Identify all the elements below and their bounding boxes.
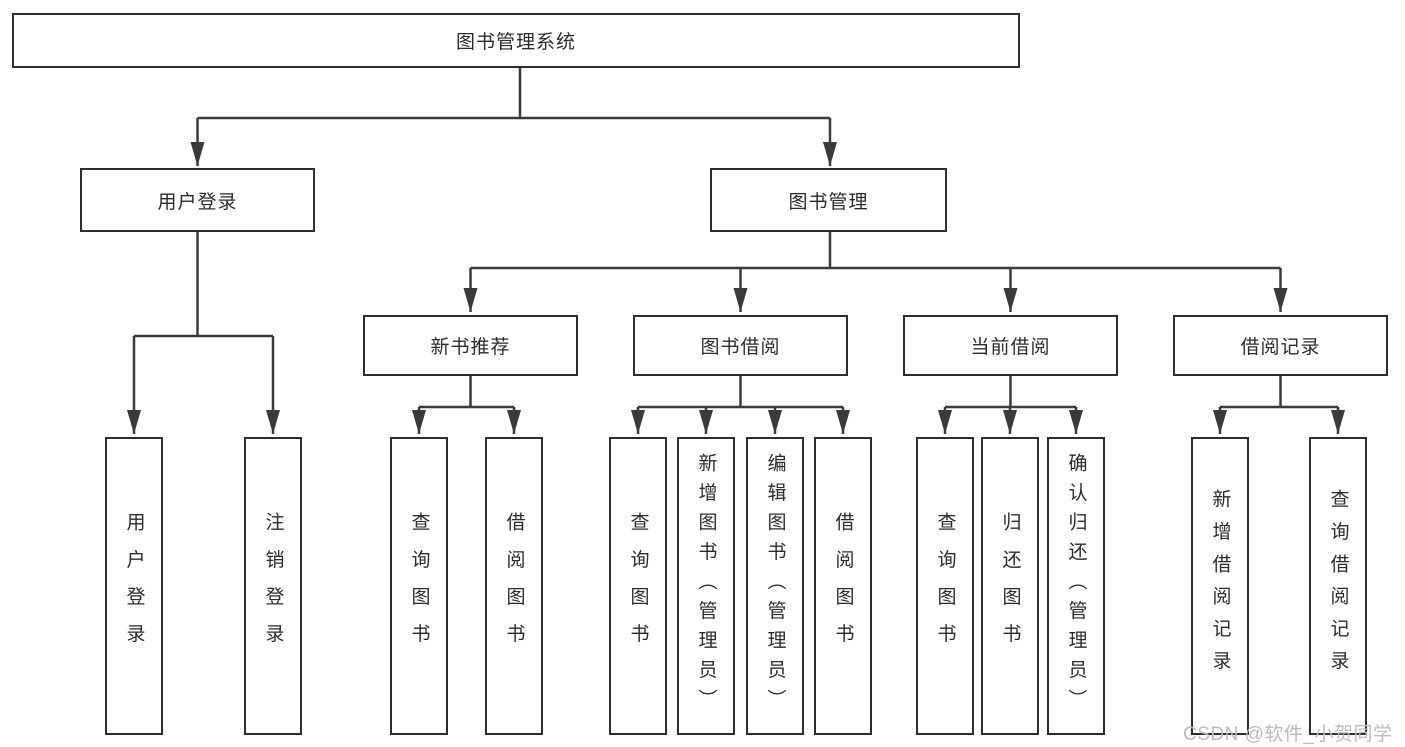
node-label: 借阅图书 bbox=[832, 511, 854, 661]
node-library-management-system: 图书管理系统 bbox=[12, 13, 1020, 68]
leaf-edit-books-admin: 编辑图书（管理员） bbox=[746, 437, 804, 735]
node-label: 查询借阅记录 bbox=[1327, 489, 1349, 683]
node-label: 查询图书 bbox=[627, 511, 649, 661]
node-label: 查询图书 bbox=[934, 511, 956, 661]
leaf-query-books-borrow: 查询图书 bbox=[609, 437, 667, 735]
leaf-return-books: 归还图书 bbox=[981, 437, 1039, 735]
node-new-book-recommend: 新书推荐 bbox=[363, 315, 578, 376]
node-label: 借阅图书 bbox=[503, 511, 525, 661]
connector-current-borrow-children bbox=[938, 376, 1083, 434]
node-label: 用户登录 bbox=[157, 191, 238, 213]
node-label: 新书推荐 bbox=[430, 337, 511, 358]
leaf-borrow-books: 借阅图书 bbox=[814, 437, 872, 735]
leaf-query-books-recommend: 查询图书 bbox=[390, 437, 448, 735]
connector-root-to-level2 bbox=[190, 67, 837, 166]
leaf-add-books-admin: 新增图书（管理员） bbox=[677, 437, 735, 735]
leaf-query-books-current: 查询图书 bbox=[916, 437, 974, 735]
node-label: 图书借阅 bbox=[700, 337, 781, 358]
leaf-user-login: 用户登录 bbox=[105, 437, 163, 735]
connector-new-book-children bbox=[412, 376, 521, 434]
connector-user-login-children bbox=[127, 232, 280, 434]
node-label: 借阅记录 bbox=[1240, 337, 1321, 358]
leaf-add-borrow-record: 新增借阅记录 bbox=[1191, 437, 1249, 735]
connector-borrow-records-children bbox=[1213, 376, 1345, 434]
connector-book-management-children bbox=[463, 232, 1288, 312]
connector-book-borrow-children bbox=[631, 376, 850, 434]
node-label: 归还图书 bbox=[999, 511, 1021, 661]
node-label: 图书管理系统 bbox=[455, 32, 576, 53]
leaf-logout: 注销登录 bbox=[244, 437, 302, 735]
node-borrow-records: 借阅记录 bbox=[1173, 315, 1388, 376]
node-label: 用户登录 bbox=[123, 511, 145, 661]
node-book-borrow: 图书借阅 bbox=[633, 315, 848, 376]
node-label: 新增借阅记录 bbox=[1209, 489, 1231, 683]
node-label: 注销登录 bbox=[262, 511, 284, 661]
node-user-login: 用户登录 bbox=[80, 168, 315, 232]
node-label: 编辑图书（管理员） bbox=[764, 453, 786, 719]
leaf-query-borrow-record: 查询借阅记录 bbox=[1309, 437, 1367, 735]
leaf-borrow-books-recommend: 借阅图书 bbox=[485, 437, 543, 735]
node-book-management: 图书管理 bbox=[710, 168, 947, 232]
node-current-borrow: 当前借阅 bbox=[903, 315, 1118, 376]
csdn-watermark: CSDN @软件_小贺同学 bbox=[1183, 724, 1393, 745]
node-label: 查询图书 bbox=[408, 511, 430, 661]
node-label: 当前借阅 bbox=[970, 337, 1051, 358]
node-label: 确认归还（管理员） bbox=[1065, 453, 1087, 719]
leaf-confirm-return-admin: 确认归还（管理员） bbox=[1047, 437, 1105, 735]
node-label: 新增图书（管理员） bbox=[695, 453, 717, 719]
node-label: 图书管理 bbox=[788, 191, 869, 213]
